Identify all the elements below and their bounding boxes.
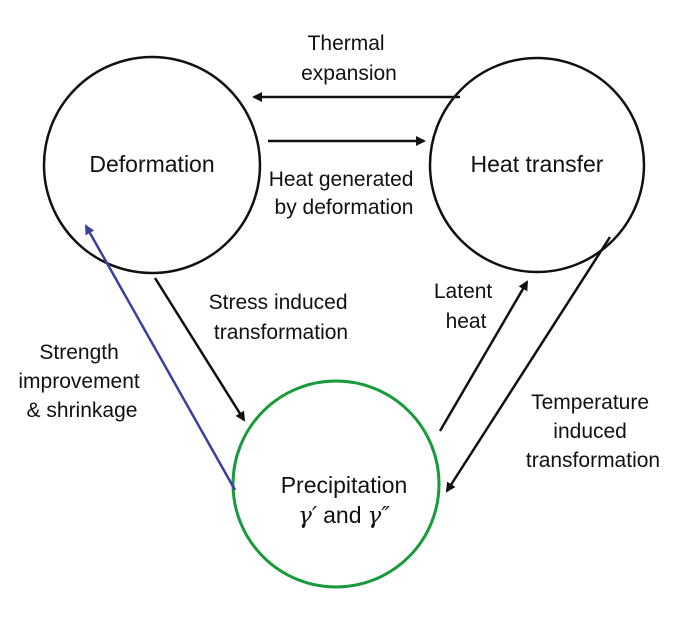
- heat-transfer-label: Heat transfer: [471, 151, 604, 177]
- stress-induced-arrow: [153, 277, 246, 422]
- temperature-induced-line-3: transformation: [526, 449, 660, 472]
- gamma-prime-symbol: γ′: [298, 503, 318, 529]
- strength-improvement-line-1: Strength: [39, 341, 118, 364]
- latent-heat-line-1: Latent: [434, 280, 493, 303]
- precipitation-label: Precipitation: [281, 472, 408, 498]
- strength-improvement-label: Strength improvement & shrinkage: [18, 341, 145, 422]
- gamma-double-prime-symbol: γ″: [368, 503, 391, 529]
- heat-transfer-node: [428, 56, 646, 274]
- precipitation-phases: γ′and γ″: [298, 502, 390, 529]
- stress-induced-line-1: Stress induced: [209, 291, 348, 314]
- temperature-induced-arrow: [445, 236, 612, 493]
- stress-induced-line-2: transformation: [214, 321, 348, 344]
- thermal-expansion-line-2: expansion: [301, 62, 397, 85]
- strength-improvement-arrow: [84, 224, 237, 491]
- thermal-expansion-label: Thermal expansion: [301, 32, 397, 85]
- temperature-induced-line-2: induced: [553, 420, 627, 443]
- stress-induced-label: Stress induced transformation: [209, 291, 354, 344]
- and-word: and: [323, 502, 361, 528]
- heat-generated-line-1: Heat generated: [269, 168, 414, 191]
- latent-heat-label: Latent heat: [434, 280, 498, 333]
- thermal-expansion-line-1: Thermal: [308, 32, 385, 55]
- latent-heat-arrow: [438, 280, 529, 432]
- deformation-label: Deformation: [89, 151, 214, 177]
- heat-generated-label: Heat generated by deformation: [269, 168, 420, 219]
- latent-heat-line-2: heat: [446, 310, 487, 333]
- temperature-induced-label: Temperature induced transformation: [526, 391, 660, 472]
- deformation-node: [42, 55, 262, 275]
- heat-generated-line-2: by deformation: [275, 196, 414, 219]
- temperature-induced-line-1: Temperature: [531, 391, 649, 414]
- strength-improvement-line-2: improvement: [18, 370, 140, 393]
- strength-improvement-line-3: & shrinkage: [27, 399, 138, 422]
